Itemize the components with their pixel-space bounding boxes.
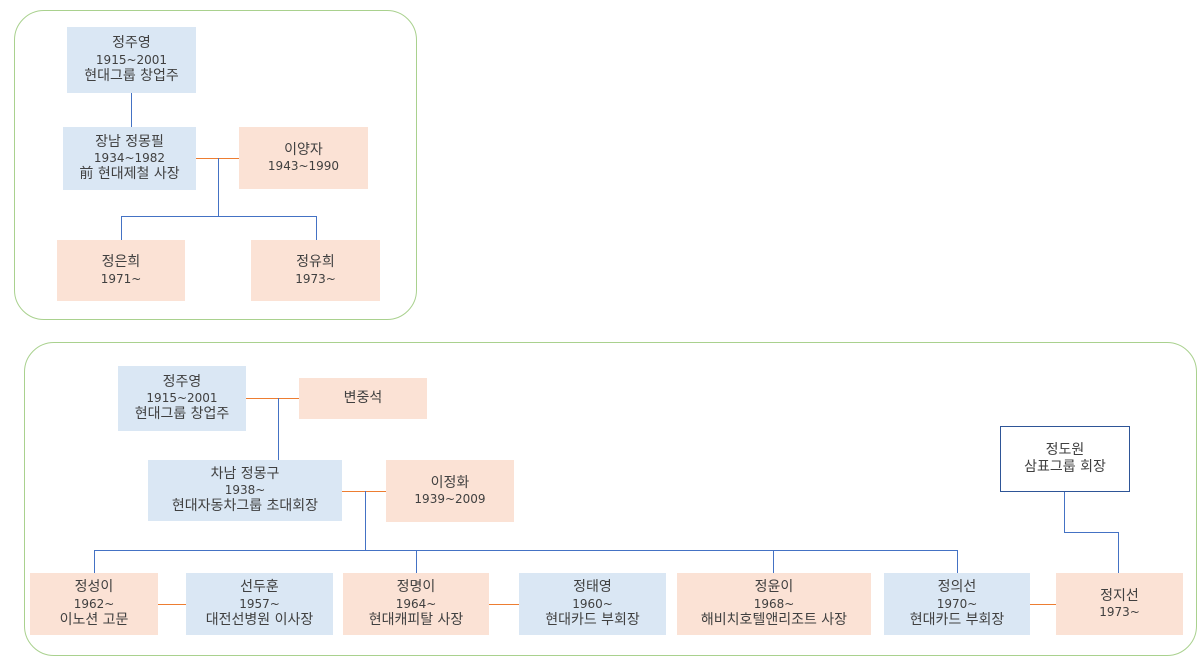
person-box-child-spouse: 정태영 1960~ 현대카드 부회장 [519, 573, 666, 635]
marriage-line [196, 158, 239, 159]
person-years: 1938~ [224, 483, 266, 497]
person-name: 정명이 [396, 579, 436, 595]
person-title: 현대그룹 창업주 [84, 67, 179, 84]
connector-line [1118, 532, 1119, 573]
marriage-line [158, 604, 186, 605]
connector-line [316, 216, 317, 240]
connector-line [121, 216, 317, 217]
person-name: 선두훈 [240, 579, 279, 595]
person-box-founder-spouse: 변중석 [299, 378, 427, 419]
marriage-line [342, 491, 386, 492]
person-years: 1943~1990 [267, 159, 340, 174]
person-years: 1968~ [753, 596, 795, 611]
person-title: 현대카드 부회장 [545, 611, 640, 628]
connector-line [1064, 532, 1119, 533]
person-title: 현대카드 부회장 [909, 611, 1005, 628]
person-box-founder: 정주영 1915~2001 현대그룹 창업주 [118, 366, 246, 431]
person-years: 1964~ [395, 596, 437, 611]
marriage-line [489, 604, 519, 605]
person-box-son-spouse: 이정화 1939~2009 [386, 460, 514, 522]
person-title: 현대캐피탈 사장 [368, 611, 464, 628]
connector-line [94, 550, 95, 573]
connector-line [1064, 491, 1065, 532]
person-years: 1934~1982 [93, 151, 166, 165]
connector-line [131, 93, 132, 127]
person-name: 이양자 [284, 141, 323, 158]
family-panel-1 [14, 10, 417, 320]
person-years: 1960~ [572, 596, 613, 611]
connector-line [218, 158, 219, 216]
person-title: 삼표그룹 회장 [1024, 459, 1106, 475]
person-name: 정의선 [937, 579, 977, 595]
person-name: 정성이 [74, 579, 114, 595]
person-years: 1973~ [295, 271, 336, 286]
marriage-line [246, 398, 299, 399]
person-box-child: 정성이 1962~ 이노션 고문 [30, 573, 158, 635]
person-name: 정지선 [1100, 587, 1139, 604]
person-years: 1962~ [73, 596, 115, 611]
person-box-founder: 정주영 1915~2001 현대그룹 창업주 [67, 27, 196, 93]
person-title: 해비치호텔앤리조트 사장 [700, 611, 848, 628]
person-years: 1970~ [936, 596, 978, 611]
family-panel-2 [24, 342, 1197, 656]
connector-line [957, 550, 958, 573]
person-years: 1973~ [1099, 605, 1140, 620]
person-box-in-law: 정도원 삼표그룹 회장 [1000, 426, 1130, 492]
person-title: 前 현대제철 사장 [79, 166, 180, 182]
person-box-child-spouse: 선두훈 1957~ 대전선병원 이사장 [186, 573, 333, 635]
connector-line [365, 491, 366, 550]
person-box-child: 정의선 1970~ 현대카드 부회장 [884, 573, 1030, 635]
person-box-son: 장남 정몽필 1934~1982 前 현대제철 사장 [63, 127, 196, 190]
person-name: 이정화 [430, 474, 470, 491]
person-name: 정태영 [573, 579, 612, 595]
person-name: 장남 정몽필 [95, 133, 164, 150]
person-years: 1939~2009 [414, 492, 486, 507]
person-name: 정은희 [101, 254, 141, 271]
person-box-child: 정명이 1964~ 현대캐피탈 사장 [343, 573, 489, 635]
connector-line [94, 550, 958, 551]
person-name: 정윤이 [754, 579, 794, 595]
person-name: 정주영 [112, 35, 151, 51]
connector-line [278, 398, 279, 460]
connector-line [416, 550, 417, 573]
person-name: 차남 정몽구 [210, 465, 280, 482]
marriage-line [1030, 604, 1056, 605]
person-box-spouse: 이양자 1943~1990 [239, 127, 368, 189]
person-years: 1915~2001 [146, 391, 218, 405]
person-title: 이노션 고문 [59, 611, 129, 628]
person-years: 1957~ [239, 596, 280, 611]
person-name: 정도원 [1045, 441, 1085, 458]
person-title: 현대자동차그룹 초대회장 [171, 498, 319, 514]
person-title: 현대그룹 창업주 [134, 406, 230, 422]
person-title: 대전선병원 이사장 [205, 611, 314, 628]
person-box-child-spouse: 정지선 1973~ [1056, 573, 1183, 635]
person-name: 정유희 [296, 254, 335, 271]
connector-line [773, 550, 774, 573]
person-box-son: 차남 정몽구 1938~ 현대자동차그룹 초대회장 [148, 460, 342, 521]
person-name: 정주영 [162, 373, 202, 390]
person-years: 1915~2001 [95, 52, 168, 67]
person-years: 1971~ [100, 271, 142, 286]
person-box-child: 정유희 1973~ [251, 240, 380, 301]
person-name: 변중석 [343, 389, 383, 406]
connector-line [121, 216, 122, 240]
person-box-child: 정윤이 1968~ 해비치호텔앤리조트 사장 [677, 573, 871, 635]
person-box-child: 정은희 1971~ [57, 240, 185, 301]
